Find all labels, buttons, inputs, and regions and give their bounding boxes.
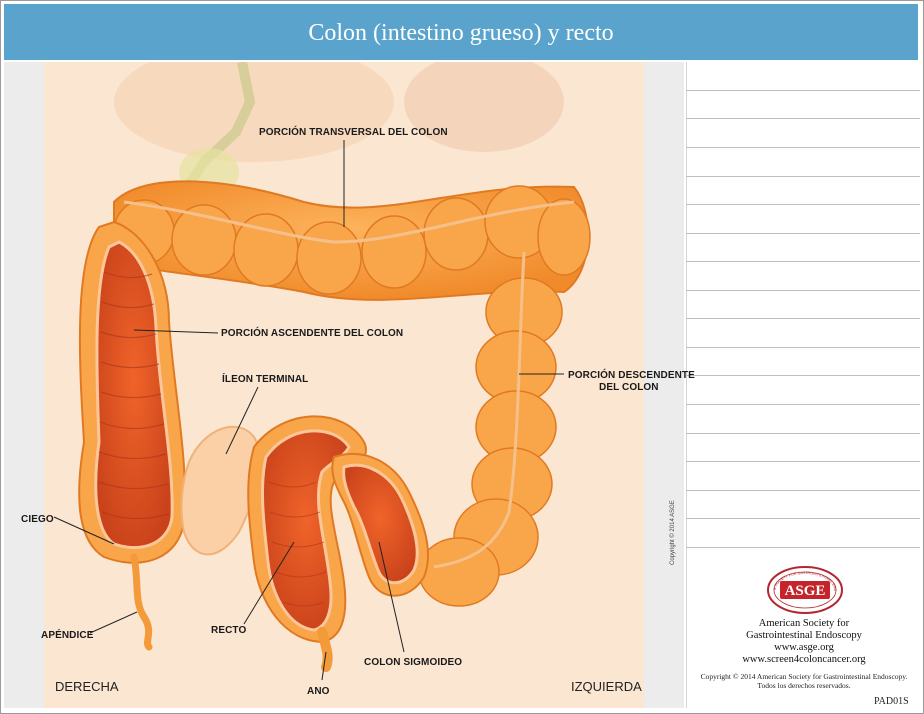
label-anus: ANO — [307, 686, 330, 697]
appendix — [130, 553, 153, 651]
note-line — [686, 261, 920, 262]
notes-area[interactable] — [686, 62, 920, 548]
label-appendix: APÉNDICE — [41, 630, 94, 641]
note-line — [686, 547, 920, 548]
label-cecum: CIEGO — [21, 514, 54, 525]
note-line — [686, 233, 920, 234]
label-transverse-colon: PORCIÓN TRANSVERSAL DEL COLON — [259, 127, 448, 138]
label-terminal-ileum: ÍLEON TERMINAL — [222, 374, 309, 385]
note-line — [686, 490, 920, 491]
note-line — [686, 347, 920, 348]
asge-logo-text: ASGE — [785, 583, 826, 599]
asge-logo: AMERICAN SOCIETY FOR GASTROINTESTINAL EN… — [766, 565, 843, 614]
page-title: Colon (intestino grueso) y recto — [308, 20, 614, 46]
note-line — [686, 461, 920, 462]
note-line — [686, 176, 920, 177]
terminal-ileum — [180, 425, 262, 556]
transverse-colon — [113, 180, 591, 301]
note-line — [686, 518, 920, 519]
asge-url2: www.screen4coloncancer.org — [742, 654, 866, 665]
asge-url1: www.asge.org — [774, 642, 834, 653]
sigmoid-colon — [331, 452, 430, 597]
note-line — [686, 90, 920, 91]
stomach-shadow — [404, 62, 564, 152]
ascending-colon — [78, 220, 187, 651]
anus — [317, 627, 333, 672]
note-line — [686, 318, 920, 319]
liver-shadow — [114, 62, 394, 162]
label-left-side: IZQUIERDA — [571, 679, 642, 694]
asge-copyright-line2: Todos los derechos reservados. — [757, 681, 851, 690]
vertical-copyright: Copyright © 2014 ASGE — [670, 500, 676, 565]
note-line — [686, 433, 920, 434]
asge-copyright-line1: Copyright © 2014 American Society for Ga… — [700, 672, 908, 681]
leader-lines — [53, 140, 564, 681]
note-line — [686, 147, 920, 148]
label-ascending-colon: PORCIÓN ASCENDENTE DEL COLON — [221, 328, 404, 339]
label-right-side: DERECHA — [55, 679, 119, 694]
note-line — [686, 118, 920, 119]
note-line — [686, 375, 920, 376]
label-rectum: RECTO — [211, 625, 247, 636]
asge-info: American Society for Gastrointestinal En… — [688, 618, 920, 666]
note-line — [686, 290, 920, 291]
descending-colon — [418, 251, 563, 607]
colon-illustration — [4, 62, 684, 708]
asge-name-line2: Gastrointestinal Endoscopy — [746, 630, 862, 641]
note-line — [686, 204, 920, 205]
document-code: PAD01S — [874, 696, 909, 707]
label-sigmoid-colon: COLON SIGMOIDEO — [364, 657, 463, 668]
asge-name-line1: American Society for — [758, 618, 850, 629]
label-descending-colon-line2: DEL COLON — [599, 382, 659, 393]
label-descending-colon-line1: PORCIÓN DESCENDENTE — [568, 370, 695, 381]
title-bar: Colon (intestino grueso) y recto — [4, 4, 918, 60]
notes-divider — [686, 62, 687, 708]
note-line — [686, 404, 920, 405]
asge-copyright: Copyright © 2014 American Society for Ga… — [688, 672, 920, 690]
